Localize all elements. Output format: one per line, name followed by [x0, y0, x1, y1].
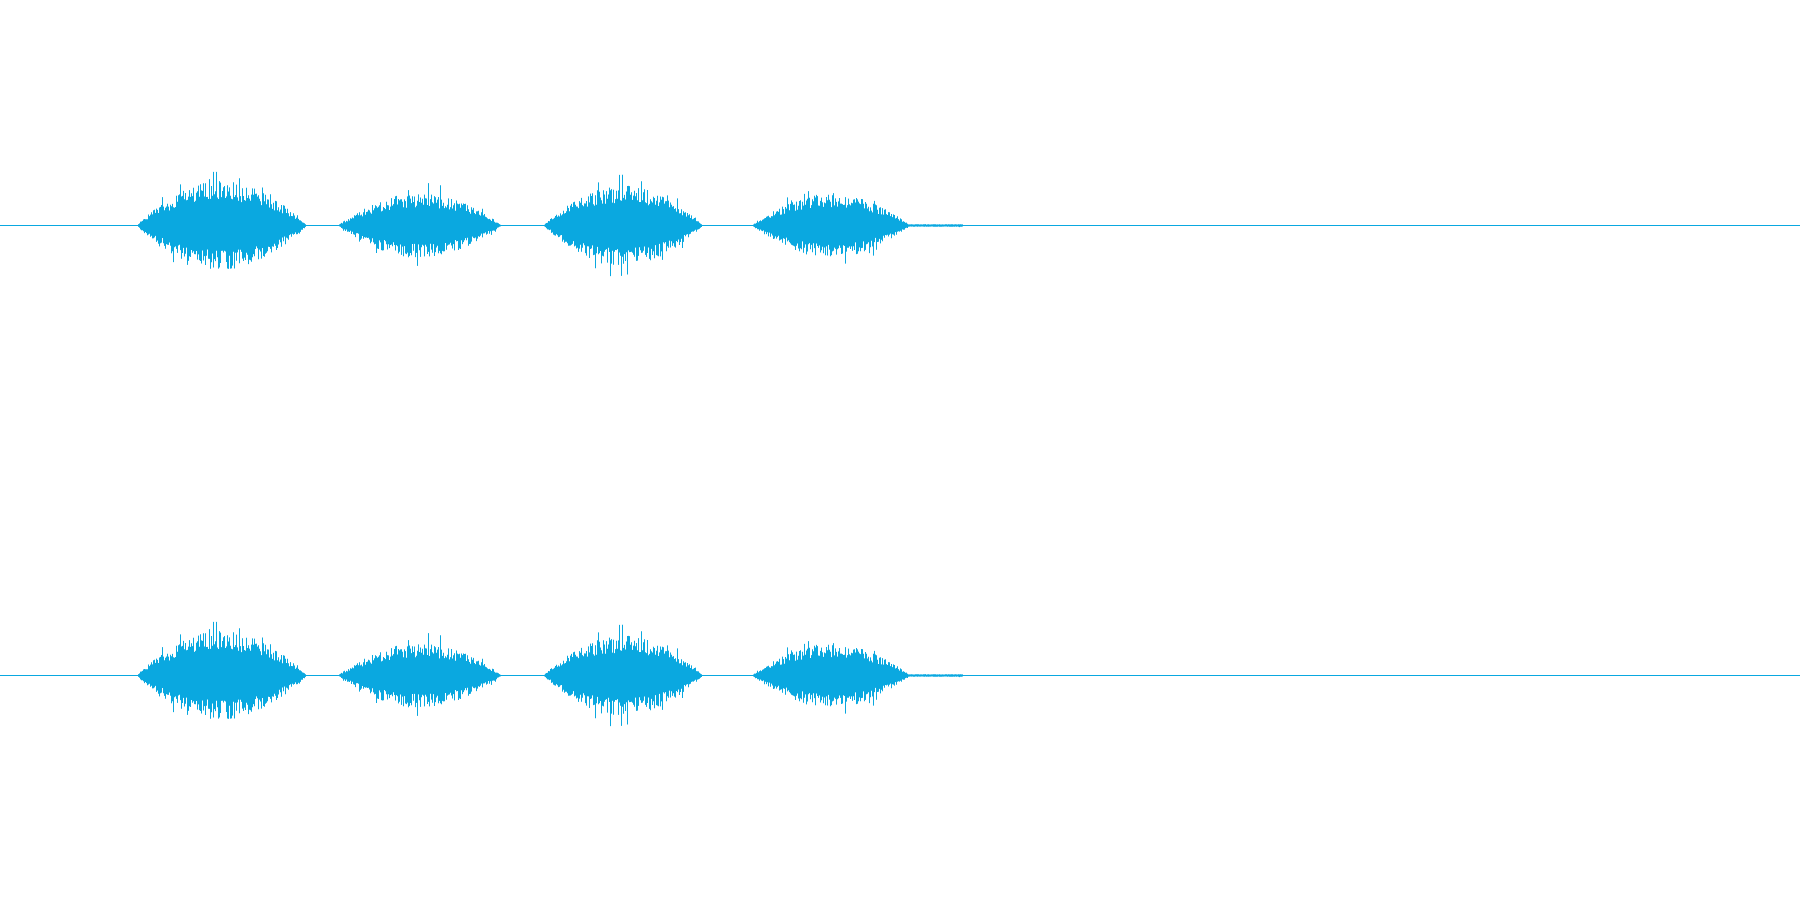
- waveform-signal: [138, 621, 963, 727]
- waveform-channel-1[interactable]: [0, 171, 1800, 277]
- channels-group: [0, 171, 1800, 727]
- waveform-signal: [138, 171, 963, 277]
- waveform-channel-2[interactable]: [0, 621, 1800, 727]
